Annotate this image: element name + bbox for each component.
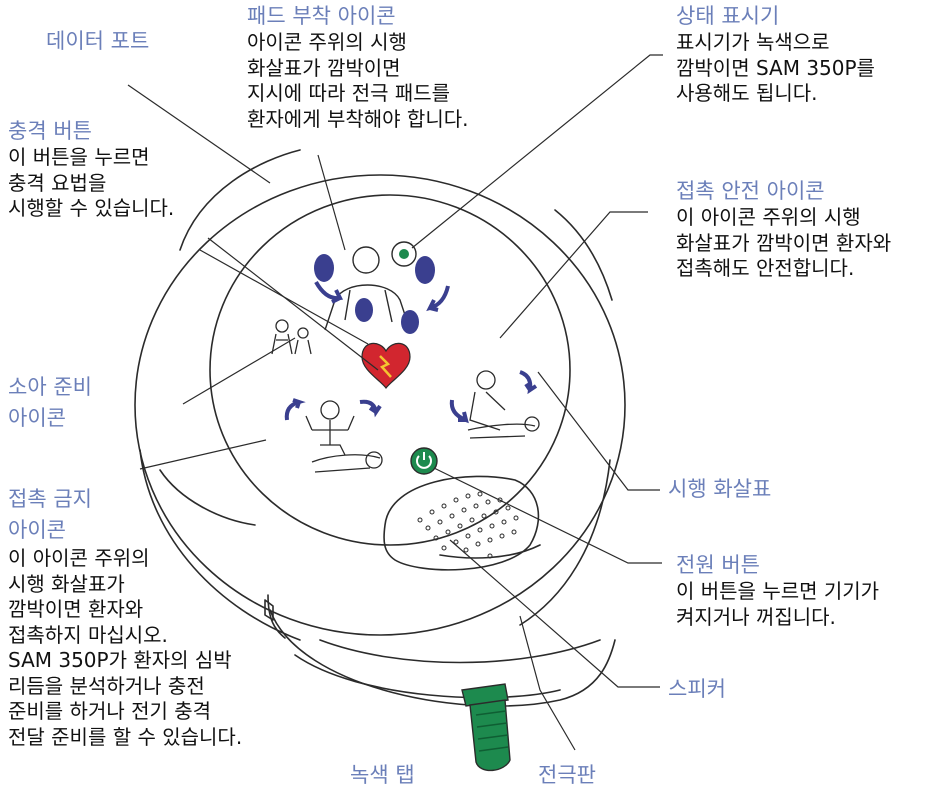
prompt-arrow-callout: 시행 화살표 xyxy=(668,476,771,503)
green-tab-icon xyxy=(461,683,511,772)
no-touch-callout: 접촉 금지 아이콘 이 아이콘 주위의 시행 화살표가 깜박이면 환자와 접촉하… xyxy=(8,484,242,750)
shock-heart-icon xyxy=(361,342,411,389)
electrode-plate xyxy=(269,609,616,707)
device-housing xyxy=(134,174,626,636)
speaker-grille xyxy=(383,475,540,571)
leader-lines xyxy=(127,54,663,751)
speaker-title: 스피커 xyxy=(668,677,726,701)
status-callout: 상태 표시기 표시기가 녹색으로 깜박이면 SAM 350P를 사용해도 됩니다… xyxy=(676,3,875,107)
pediatric-icon xyxy=(271,319,312,355)
power-button-desc: 이 버튼을 누르면 기기가 켜지거나 꺼집니다. xyxy=(676,579,880,629)
power-icon xyxy=(410,447,438,475)
data-port-label: 데이터 포트 xyxy=(46,28,149,55)
status-title: 상태 표시기 xyxy=(676,4,780,28)
electrode-plate-title: 전극판 xyxy=(538,763,596,787)
no-touch-desc: 이 아이콘 주위의 시행 화살표가 깜박이면 환자와 접촉하지 마십시오. SA… xyxy=(8,546,243,749)
prompt-arrow-title: 시행 화살표 xyxy=(668,477,772,501)
shock-button-callout: 충격 버튼 이 버튼을 누르면 충격 요법을 시행할 수 있습니다. xyxy=(8,118,174,222)
shock-button-title: 충격 버튼 xyxy=(8,119,92,143)
pediatric-title: 소아 준비 아이콘 xyxy=(8,375,92,430)
no-touch-figure xyxy=(305,400,383,473)
status-indicator-icon xyxy=(391,241,417,267)
power-button-title: 전원 버튼 xyxy=(676,553,760,577)
no-touch-title: 접촉 금지 아이콘 xyxy=(8,487,92,542)
electrode-plate-callout: 전극판 xyxy=(538,762,596,789)
power-button-callout: 전원 버튼 이 버튼을 누르면 기기가 켜지거나 꺼집니다. xyxy=(676,552,879,630)
pediatric-callout: 소아 준비 아이콘 xyxy=(8,372,92,434)
safe-icon-callout: 접촉 안전 아이콘 이 아이콘 주위의 시행 화살표가 깜박이면 환자와 접촉해… xyxy=(676,178,891,282)
pad-icon-desc: 아이콘 주위의 시행 화살표가 깜박이면 지시에 따라 전극 패드를 환자에게 … xyxy=(247,30,469,131)
device-face xyxy=(209,194,571,546)
data-port-title: 데이터 포트 xyxy=(46,29,150,53)
pad-icon-callout: 패드 부착 아이콘 아이콘 주위의 시행 화살표가 깜박이면 지시에 따라 전극… xyxy=(247,3,468,132)
green-tab-callout: 녹색 탭 xyxy=(350,762,415,789)
speaker-callout: 스피커 xyxy=(668,676,726,703)
safe-icon-title: 접촉 안전 아이콘 xyxy=(676,179,825,203)
status-desc: 표시기가 녹색으로 깜박이면 SAM 350P를 사용해도 됩니다. xyxy=(676,30,875,105)
pad-icon-title: 패드 부착 아이콘 xyxy=(247,4,396,28)
safe-icon-desc: 이 아이콘 주위의 시행 화살표가 깜박이면 환자와 접촉해도 안전합니다. xyxy=(676,205,892,280)
safe-touch-figure xyxy=(467,370,540,439)
shock-button-desc: 이 버튼을 누르면 충격 요법을 시행할 수 있습니다. xyxy=(8,145,175,220)
green-tab-title: 녹색 탭 xyxy=(350,763,415,787)
